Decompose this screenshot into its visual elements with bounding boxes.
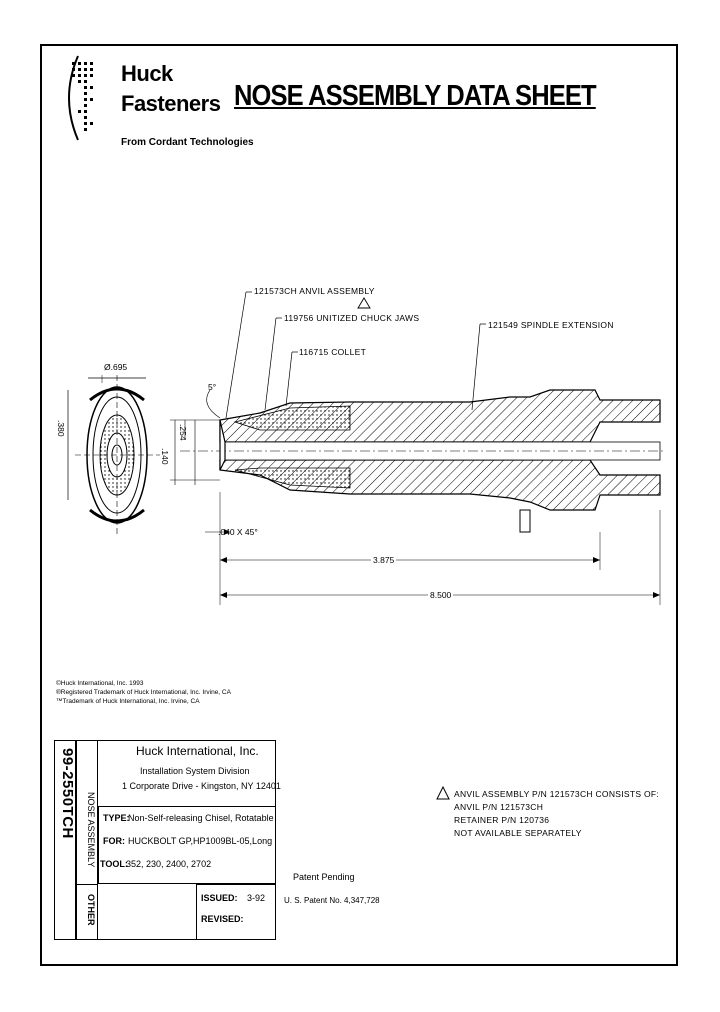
for-label: FOR: [103,836,125,846]
issued-value: 3-92 [247,893,266,903]
patent-pending: Patent Pending [293,872,355,882]
type-value: Non-Self-releasing Chisel, Rotatable [128,813,274,823]
callout-collet: 116715 COLLET [299,347,367,357]
footnote-copyright: ©Huck International, Inc. 1993 [56,680,144,687]
category-label: NOSE ASSEMBLY [86,792,96,868]
company-name: Huck International, Inc. [136,744,259,758]
section-view [101,291,665,605]
title-block-info-cell [98,806,276,884]
company-address: 1 Corporate Drive - Kingston, NY 12401 [122,781,281,791]
footnote-registered: ®Registered Trademark of Huck Internatio… [56,689,231,696]
page-title: NOSE ASSEMBLY DATA SHEET [234,80,597,112]
dim-diameter-top: Ø.695 [104,362,128,372]
callout-spindle-extension: 121549 SPINDLE EXTENSION [488,320,614,330]
tool-label: TOOL: [100,859,128,869]
revised-label: REVISED: [201,914,244,924]
note-line-1: ANVIL ASSEMBLY P/N 121573CH CONSISTS OF: [454,789,660,799]
nose-assembly-drawing [67,291,665,605]
company-division: Installation System Division [140,766,250,776]
note-line-4: NOT AVAILABLE SEPARATELY [454,828,582,838]
dim-angle: 5° [208,382,217,392]
note-line-3: RETAINER P/N 120736 [454,815,550,825]
sheet-border [40,44,678,966]
callout-chuck-jaws: 119756 UNITIZED CHUCK JAWS [284,313,420,323]
callout-anvil-assembly: 121573CH ANVIL ASSEMBLY [254,286,375,296]
dim-diameter-c: .140 [160,448,170,465]
dim-length-1: 3.875 [371,555,397,565]
other-label: OTHER [86,894,96,926]
issued-label: ISSUED: [201,893,238,903]
huck-logo-icon [68,55,93,141]
dim-diameter-a: .380 [56,420,66,437]
dim-length-2: 8.500 [428,590,454,600]
type-label: TYPE: [103,813,130,823]
dim-chamfer: .040 X 45° [218,527,258,537]
end-view [67,375,160,535]
us-patent: U. S. Patent No. 4,347,728 [284,896,380,905]
tool-value: 352, 230, 2400, 2702 [126,859,212,869]
footnote-trademark: ™Trademark of Huck International, Inc. I… [56,698,200,705]
for-value: HUCKBOLT GP,HP1009BL-05,Long [128,836,273,846]
logo-name-line1: Huck [121,61,173,86]
note-line-2: ANVIL P/N 121573CH [454,802,544,812]
title-block-dates-cell [196,884,276,940]
dim-diameter-b: .254 [178,424,188,441]
logo-subtitle: From Cordant Technologies [121,137,254,148]
title-block-other-cell [76,884,98,940]
warning-triangle-icon [436,786,450,800]
logo-name-line2: Fasteners [121,91,221,116]
part-number: 99-2550TCH [59,748,76,839]
title-block-code-column [54,740,76,940]
